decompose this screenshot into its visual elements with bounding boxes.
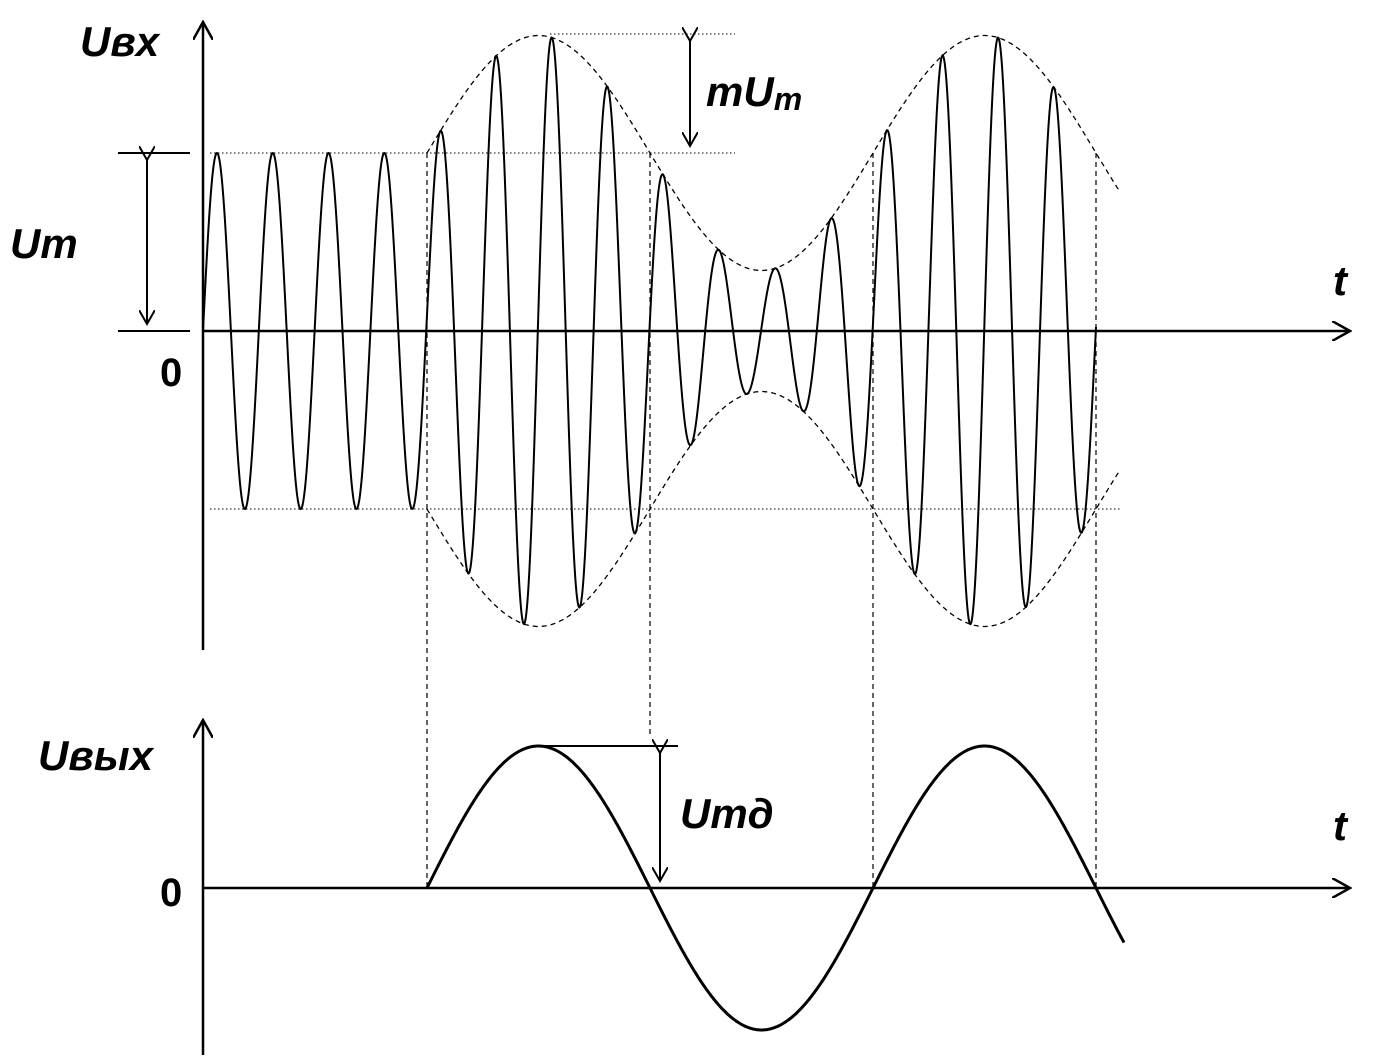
umd-amplitude-label: Umд (680, 790, 774, 837)
bottom-graph: Uвых t 0 Umд (38, 720, 1350, 1055)
connector-lines (426, 153, 1097, 888)
mum-label: mUm (706, 68, 802, 117)
mum-label-subscript: m (774, 81, 802, 117)
bottom-origin-label: 0 (160, 871, 182, 915)
top-x-axis-label: t (1333, 257, 1349, 304)
lower-envelope (426, 390, 1121, 628)
bottom-x-axis-label: t (1333, 802, 1349, 849)
demodulated-signal-curve (425, 744, 1126, 1032)
mum-label-main: mU (706, 68, 775, 115)
top-origin-label: 0 (160, 351, 182, 395)
top-y-axis-label: Uвх (80, 18, 161, 65)
top-graph: Uвх t 0 Um mUm (10, 18, 1350, 650)
bottom-y-axis-label: Uвых (38, 732, 155, 779)
um-amplitude-label: Um (10, 220, 78, 267)
